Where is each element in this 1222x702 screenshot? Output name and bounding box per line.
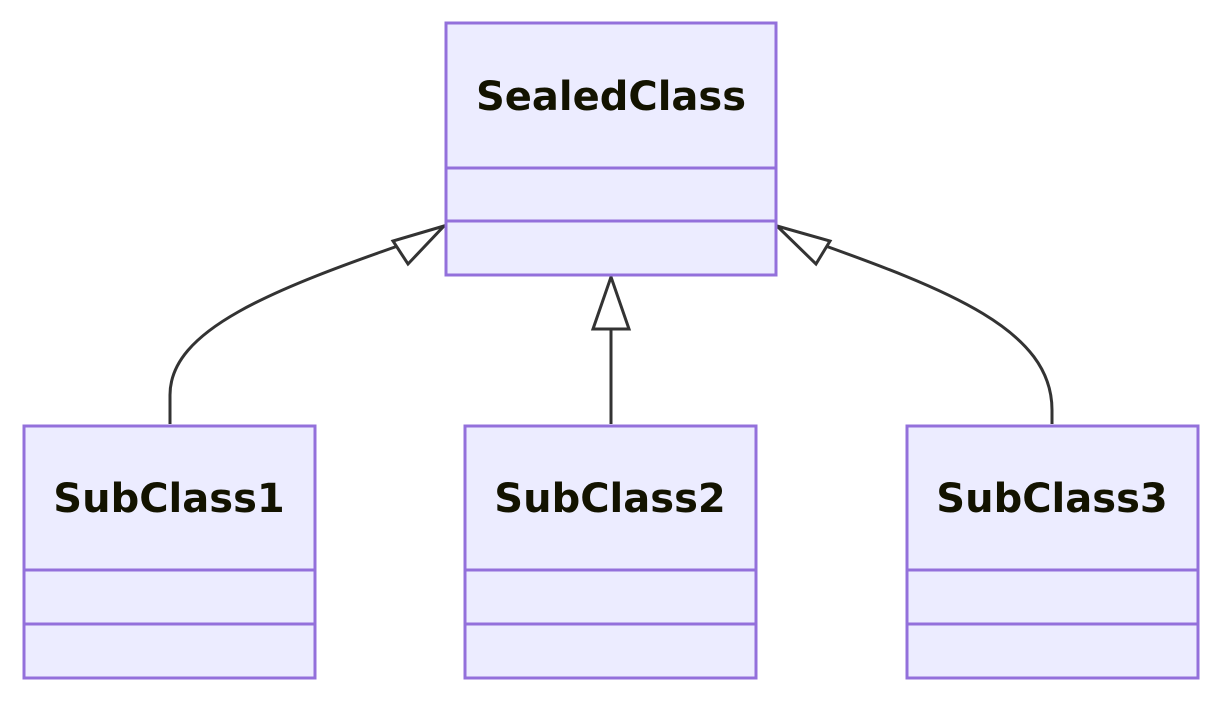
class-node-subclass2[interactable]: SubClass2 (463, 424, 758, 680)
edge-line (168, 237, 419, 424)
relation-subclass1-sealedclass (168, 222, 449, 424)
class-box (905, 424, 1200, 680)
relation-subclass3-sealedclass (775, 224, 1054, 424)
class-box (463, 424, 758, 680)
class-node-sealedclass[interactable]: SealedClass (444, 21, 778, 277)
class-box (22, 424, 317, 680)
class-node-subclass1[interactable]: SubClass1 (22, 424, 317, 680)
class-name: SubClass2 (494, 476, 725, 522)
class-node-subclass3[interactable]: SubClass3 (905, 424, 1200, 680)
edge-line (805, 237, 1054, 424)
inheritance-arrowhead (390, 222, 449, 267)
class-name: SealedClass (476, 74, 746, 120)
class-name: SubClass3 (936, 476, 1167, 522)
inheritance-arrowhead (590, 272, 632, 331)
inheritance-arrowhead (775, 224, 833, 267)
class-name: SubClass1 (53, 476, 284, 522)
relations (168, 222, 1054, 424)
class-box (444, 21, 778, 277)
relation-subclass2-sealedclass (590, 272, 632, 424)
